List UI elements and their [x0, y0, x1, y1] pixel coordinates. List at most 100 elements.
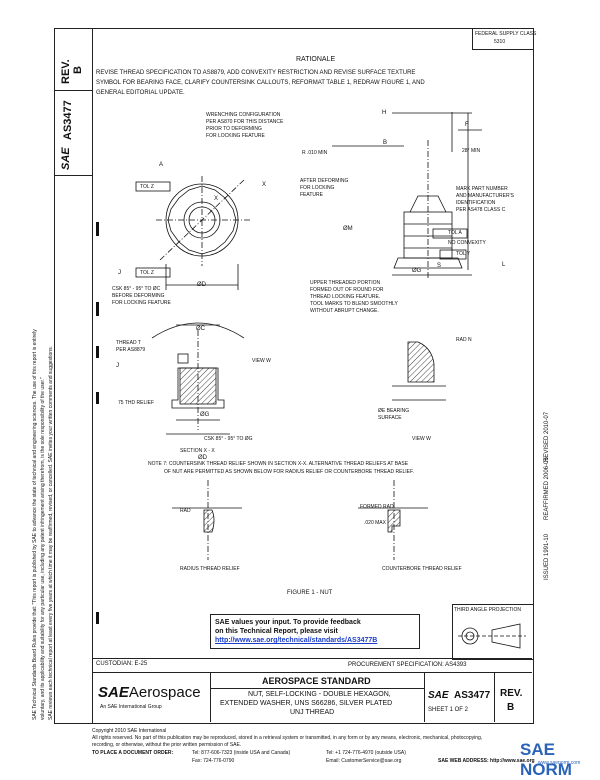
tol-y-label: TOL Y [456, 251, 471, 257]
no-convexity-label: NO CONVEXITY [448, 240, 486, 246]
rationale-line-2: SYMBOL FOR BEARING FACE, CLARIFY COUNTER… [96, 80, 425, 86]
view-w-label: VIEW W [412, 436, 431, 442]
angle-28-label: 28° MIN [462, 148, 481, 154]
dimension-letter-10: X [214, 196, 219, 202]
tol-z-top-label: TOL Z [140, 184, 154, 190]
fed-class-box [472, 28, 534, 50]
radius-relief [203, 509, 215, 533]
section-xx-label: SECTION X - X [180, 448, 215, 454]
dimension-letter-13: ØD [198, 455, 207, 461]
sae-mark: SAE [428, 690, 449, 701]
figure-caption: FIGURE 1 - NUT [287, 590, 333, 596]
radius-relief-caption: RADIUS THREAD RELIEF [180, 566, 240, 572]
side-sae-mark: SAE [60, 147, 72, 170]
nut-drawing [135, 112, 482, 560]
left-strip [54, 28, 93, 724]
divider [494, 672, 495, 722]
divider [92, 658, 532, 659]
section-outline [171, 367, 225, 409]
dimension-letter-12: ØG [200, 412, 210, 418]
desc-line-3: UNJ THREAD [290, 709, 335, 716]
email[interactable]: Email: CustomerService@sae.org [326, 758, 402, 764]
feedback-link[interactable]: http://www.sae.org/technical/standards/A… [215, 637, 378, 644]
csk-bottom-label: CSK 85° - 95° TO ØG [204, 436, 253, 442]
doc-number: AS3477 [454, 690, 491, 701]
dimension-letter-7: ØD [197, 282, 206, 288]
rights-line-2: recording, or otherwise, without the pri… [92, 742, 242, 748]
rad-label: RAD [180, 508, 191, 514]
watermark-url: www.saenorm.com [538, 760, 581, 766]
sheet-number: SHEET 1 OF 2 [428, 707, 468, 713]
order-label: TO PLACE A DOCUMENT ORDER: [92, 750, 174, 756]
dimension-letter-14: J [116, 363, 119, 369]
change-bar [96, 612, 99, 624]
deform-arc [151, 322, 245, 339]
rights-line-1: All rights reserved. No part of this pub… [92, 735, 483, 741]
feedback-box: SAE values your input. To provide feedba… [210, 614, 420, 649]
web-address[interactable]: SAE WEB ADDRESS: http://www.sae.org [438, 758, 535, 764]
divider [92, 672, 532, 673]
dimension-letter-11: X [262, 182, 267, 188]
change-bar [96, 346, 99, 358]
side-doc-number: AS3477 [62, 100, 74, 140]
drawing-frame [92, 28, 534, 724]
thd-relief-label: 75 THD RELIEF [118, 400, 155, 406]
side-rev-label: REV. [60, 59, 72, 84]
third-angle-label: THIRD ANGLE PROJECTION [454, 607, 521, 613]
rev-value: B [507, 702, 515, 713]
change-bar [96, 222, 99, 236]
tol-z-bottom-label: TOL Z [140, 270, 154, 276]
fax: Fax: 724-776-0790 [192, 758, 235, 764]
change-bar [96, 392, 99, 404]
logo-subtitle: An SAE International Group [100, 704, 162, 710]
view-w-detail [407, 341, 435, 383]
rad-n-label: RAD N [456, 337, 472, 343]
disclaimer-2: voluntary, and its applicability and sui… [40, 377, 46, 720]
counterbore-relief-caption: COUNTERBORE THREAD RELIEF [382, 566, 462, 572]
fed-class-number: 5310 [494, 39, 506, 45]
divider [424, 672, 425, 722]
sae-aerospace-logo: SAEAerospace [98, 684, 201, 701]
divider [54, 175, 92, 176]
rationale-line-3: GENERAL EDITORIAL UPDATE. [96, 90, 185, 96]
copyright: Copyright 2010 SAE International [92, 728, 167, 734]
desc-line-2: EXTENDED WASHER, UNS S66286, SILVER PLAT… [220, 700, 393, 707]
view-w-ref: VIEW W [252, 358, 271, 364]
max-020-label: .020 MAX [364, 520, 386, 526]
rationale-title: RATIONALE [296, 56, 336, 63]
rationale-line-1: REVISE THREAD SPECIFICATION TO AS8879, A… [96, 70, 416, 76]
tel-1: Tel: 877-606-7323 (inside USA and Canada… [192, 750, 291, 756]
divider [54, 90, 92, 91]
tol-a-label: TOL A [448, 230, 462, 236]
change-bar [96, 302, 99, 316]
feedback-line-1: SAE values your input. To provide feedba… [215, 619, 361, 626]
watermark-logo: SAE NORM [520, 740, 572, 779]
disclaimer-3: SAE reviews each technical report at lea… [48, 346, 54, 720]
dimension-letter-2: H [382, 110, 387, 116]
dimension-letter-15: J [118, 270, 121, 276]
dimension-letter-5: L [502, 262, 506, 268]
side-rev-value: B [72, 66, 84, 74]
date-revised: REVISED 2010-07 [544, 411, 550, 462]
desc-line-1: NUT, SELF-LOCKING - DOUBLE HEXAGON, [248, 691, 391, 698]
dimension-letter-3: F [465, 122, 469, 128]
dimension-letter-1: B [383, 140, 388, 146]
washer-flange [393, 257, 463, 269]
divider [210, 672, 211, 722]
custodian: CUSTODIAN: E-25 [96, 661, 148, 667]
dimension-letter-6: ØM [343, 226, 353, 232]
rev-label: REV. [500, 688, 523, 699]
dimension-letter-9: ØC [196, 326, 205, 332]
third-angle-box [452, 604, 534, 660]
date-issued: ISSUED 1991-10 [544, 533, 550, 580]
note-7-line-2: OF NUT ARE PERMITTED AS SHOWN BELOW FOR … [164, 469, 414, 475]
dimension-letter-0: A [159, 162, 164, 168]
date-reaffirmed: REAFFIRMED 2006-05 [544, 457, 550, 520]
dimension-letter-4: S [437, 263, 442, 269]
procurement-spec: PROCUREMENT SPECIFICATION: AS4393 [348, 662, 467, 668]
dimension-letter-8: ØG [412, 268, 422, 274]
